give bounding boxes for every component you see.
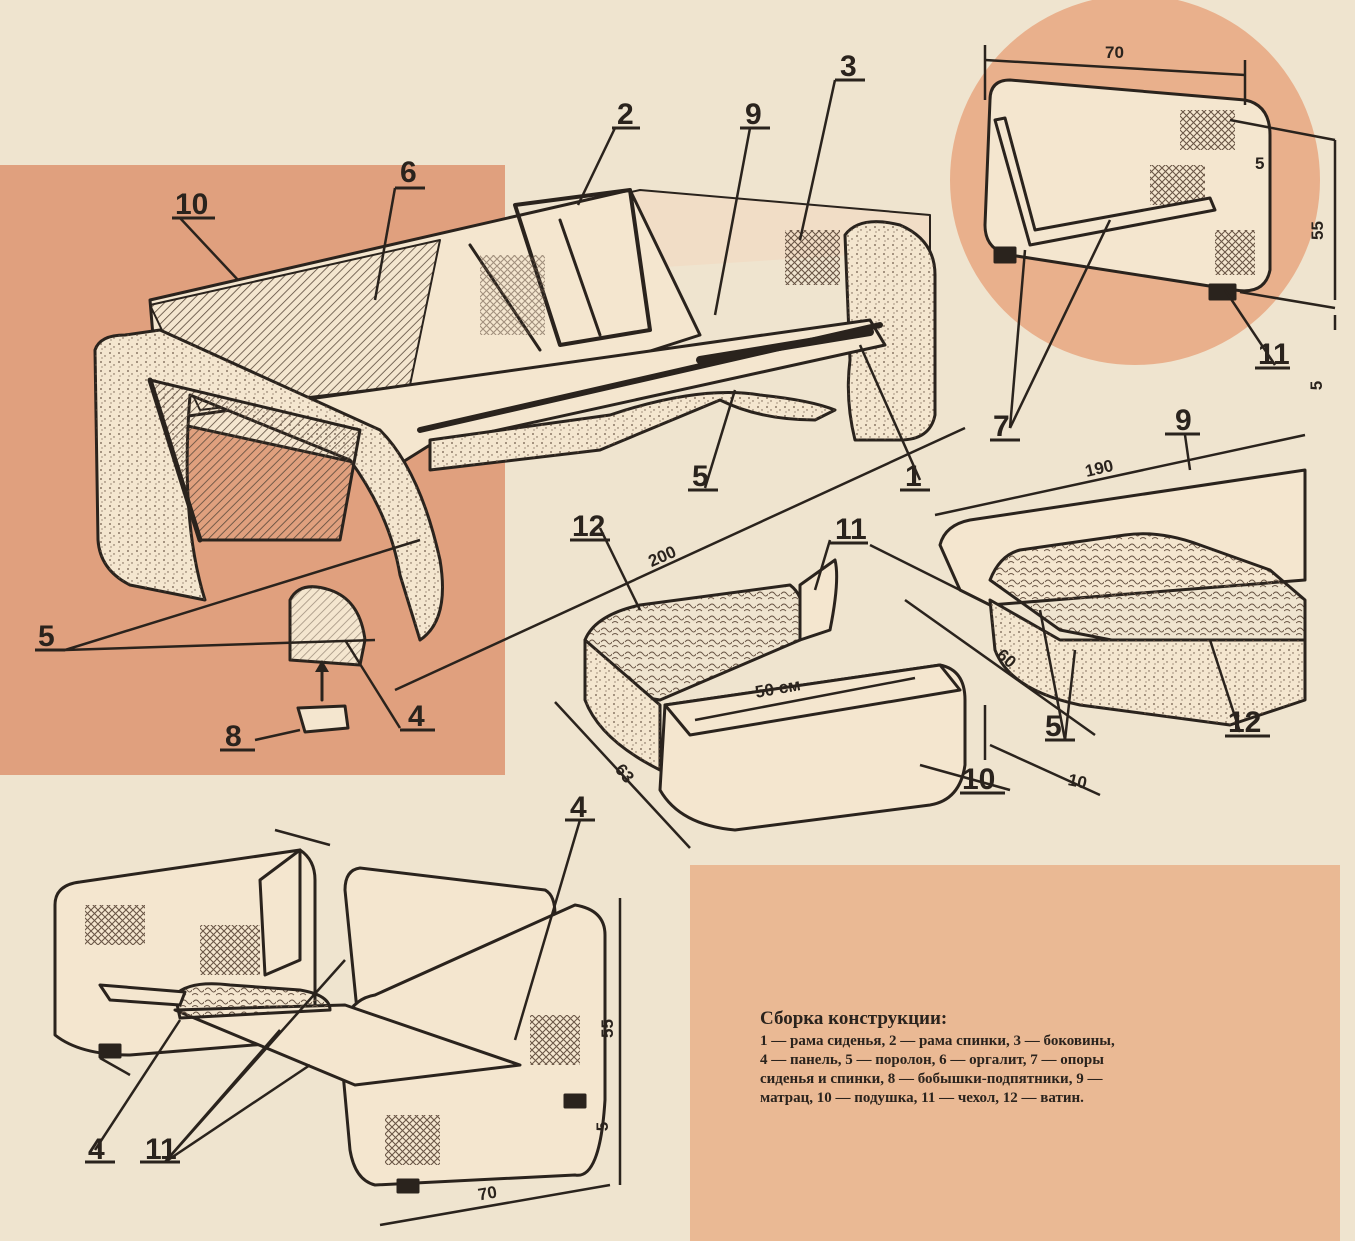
callout-11-pillow: 11 [835,513,867,546]
callout-4-sofa: 4 [408,700,425,733]
callout-8: 8 [225,720,242,753]
pillow-drawing [583,558,967,832]
dim-chair-foot: 5 [593,1121,613,1132]
callout-11-armchair: 11 [145,1133,177,1166]
dim-chair-height: 55 [597,1019,617,1038]
callout-9-sofa: 9 [745,98,762,131]
callout-3: 3 [840,50,857,83]
callout-1: 1 [905,460,922,493]
callout-9-mattress: 9 [1175,404,1192,437]
callout-5-sofa-seat: 5 [692,460,709,493]
leader-lines [64,45,1337,1227]
dim-circle-gap: 5 [1255,154,1265,173]
callout-12-mattress: 12 [1228,706,1262,739]
legend-title: Сборка конструкции: [760,1008,948,1029]
callout-7: 7 [993,410,1010,443]
callout-11-circle: 11 [1258,338,1290,371]
dim-circle-width: 70 [1105,43,1124,62]
callout-5-mattress: 5 [1045,710,1062,743]
dim-circle-foot: 5 [1307,380,1327,391]
callout-4-armchair-bottom: 4 [88,1133,105,1166]
legend-body: 1 — рама сиденья, 2 — рама спинки, 3 — б… [760,1032,1280,1108]
main-sofa [93,188,937,734]
callout-6: 6 [400,156,417,189]
seat-back-support [993,116,1217,247]
legend: Сборка конструкции: 1 — рама сиденья, 2 … [760,1008,1280,1108]
callout-2: 2 [617,98,634,131]
legend-line: матрац, 10 — подушка, 11 — чехол, 12 — в… [760,1090,1084,1106]
callout-10-sofa: 10 [175,188,209,221]
mattress-drawing [938,468,1307,727]
legend-line: сиденья и спинки, 8 — бобышки-подпятники… [760,1071,1103,1087]
dim-circle-height: 55 [1307,221,1327,240]
callout-5-sofa-arm: 5 [38,620,55,653]
legend-line: 4 — панель, 5 — поролон, 6 — оргалит, 7 … [760,1052,1104,1068]
dim-pillow-thickness: 10 [1066,770,1089,793]
callout-12-pillow: 12 [572,510,606,543]
legend-panel-background [690,865,1340,1241]
foot-block [296,704,350,734]
callout-10-pillow: 10 [962,763,996,796]
legend-line: 1 — рама сиденья, 2 — рама спинки, 3 — б… [760,1033,1115,1049]
dim-chair-width: 70 [476,1182,499,1205]
armchair-drawing [53,848,607,1194]
callout-underlines [35,78,1290,1164]
callout-4-armchair-top: 4 [570,791,587,824]
circle-detail [983,78,1272,301]
